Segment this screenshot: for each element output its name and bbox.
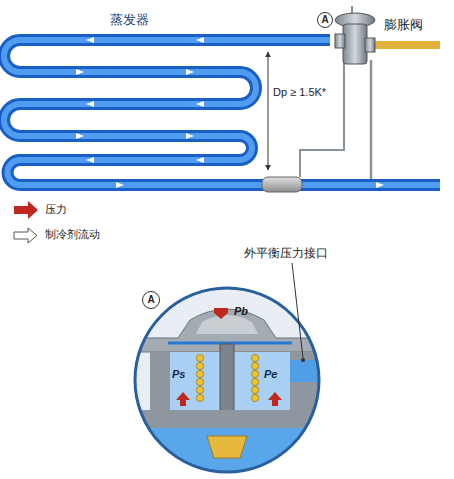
pressure-arrow (176, 392, 190, 406)
part-name: 蒸发器 (110, 13, 149, 28)
valve-cone (207, 436, 247, 458)
spring-coil (251, 362, 258, 369)
leader-dot (301, 358, 305, 362)
capillary-tube (300, 62, 344, 177)
valve-body (343, 24, 367, 64)
spring-coil (251, 394, 258, 401)
pressure-symbol: Pb (234, 305, 248, 318)
spring-coil (251, 378, 258, 385)
spring-coil (196, 394, 203, 401)
flow-arrow (186, 133, 194, 139)
spring-coil (196, 354, 203, 361)
flow-arrow (76, 69, 84, 75)
flow-arrows (76, 37, 384, 188)
pressure-symbol: Pe (264, 368, 277, 381)
flow-arrow (196, 37, 204, 43)
valve-body (140, 410, 320, 428)
leader-line (292, 263, 303, 358)
spring-coil (251, 354, 258, 361)
spring-coil (251, 386, 258, 393)
pressure-symbol: Ps (172, 368, 185, 381)
flow-arrow (376, 182, 384, 188)
callout-letter: A (147, 295, 154, 305)
flow-arrow (196, 101, 204, 107)
dimension: Dp ≥ 1.5K* (273, 86, 326, 99)
evaporator-coil (4, 40, 440, 185)
spring-coil (196, 370, 203, 377)
section-ground (130, 285, 330, 479)
spring-coil (196, 362, 203, 369)
pressure-arrow-sample (14, 201, 38, 219)
equalizer-line (370, 60, 373, 179)
callout-circle: A (317, 12, 333, 28)
flow-arrow (86, 101, 94, 107)
expansion-valve (335, 6, 375, 64)
flow-arrow-sample (14, 228, 37, 243)
legend-text: 制冷剂流动 (45, 228, 100, 241)
body-wall (150, 352, 170, 412)
pressure-arrow (268, 392, 282, 406)
flow-arrow (76, 133, 84, 139)
callout-letter: A (321, 15, 328, 25)
body-wall (290, 352, 325, 360)
spring-coil (196, 378, 203, 385)
sensing-bulb (262, 177, 302, 192)
dimension-line (268, 52, 269, 170)
valve-section (130, 285, 330, 479)
flow-arrow (86, 37, 94, 43)
flow-arrow (86, 157, 94, 163)
coil-tube (4, 40, 440, 185)
equalizer-port (290, 360, 330, 382)
pressure-arrow (214, 308, 228, 319)
part-name: 膨胀阀 (384, 18, 423, 33)
zoom-frame (135, 288, 319, 472)
part-name: 外平衡压力接口 (244, 247, 328, 261)
liquid-line (375, 41, 440, 49)
flow-arrow (186, 69, 194, 75)
valve-inlet (365, 38, 375, 52)
flow-arrow (196, 157, 204, 163)
legend-text: 压力 (45, 203, 67, 216)
valve-outlet (335, 34, 345, 48)
bulb-chamber (196, 315, 258, 334)
callout-circle: A (142, 291, 160, 309)
coil-highlight (4, 40, 440, 185)
spring-coil (196, 386, 203, 393)
flow-arrow (116, 182, 124, 188)
spring-coil (251, 370, 258, 377)
